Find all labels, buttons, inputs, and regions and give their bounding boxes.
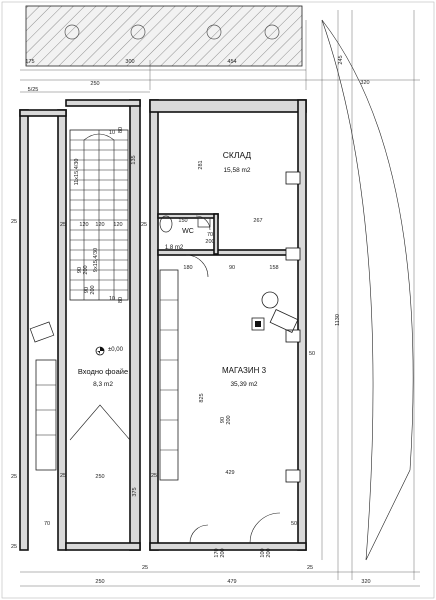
room-foyer-area: 8,3 m2: [93, 381, 113, 388]
room-sklad-name: СКЛАД: [223, 150, 252, 160]
stair-run-lower: 9x15,4/30: [93, 248, 99, 272]
dim-shop-429: 429: [225, 470, 234, 476]
dim-shop-180: 180: [183, 265, 192, 271]
shop-shelving: [159, 269, 179, 481]
dim-door2-90: 90: [220, 417, 226, 423]
ramp-curve-outer: [321, 19, 414, 561]
dim-shop-25: 25: [151, 473, 157, 479]
foyer-furniture: [29, 321, 57, 471]
dim-stair-10b: 10: [109, 296, 115, 302]
room-wc-area: 1,8 m2: [165, 245, 184, 251]
wc-toilet-icon: [159, 215, 211, 233]
shop-desk: [251, 291, 299, 333]
foyer-level: ±0,00: [108, 347, 124, 353]
dim-foyer-25: 25: [60, 473, 66, 479]
stairs: [69, 129, 129, 301]
dim-bottom-320: 320: [361, 579, 370, 585]
room-sklad-area: 15,58 m2: [223, 167, 250, 174]
dim-wc-70: 70: [207, 232, 213, 238]
room-shop-name: МАГАЗИН 3: [222, 366, 267, 375]
dim-wc-150: 150: [178, 218, 187, 224]
dim-foyer-250: 250: [95, 474, 104, 480]
dim-stair-25b: 25: [141, 222, 147, 228]
dim-sklad-281: 281: [198, 160, 204, 169]
terrace-plants: [64, 24, 280, 40]
dim-door3-200: 200: [220, 548, 226, 557]
dim-door2-200: 200: [226, 415, 232, 424]
dim-bottom-25a: 25: [142, 565, 148, 571]
level-marker-icon: [95, 346, 105, 356]
dim-bottom-25b: 25: [307, 565, 313, 571]
stair-run-upper: 11x15,4/30: [74, 159, 80, 186]
dim-wc-200: 200: [205, 239, 214, 245]
ramp-curve: [321, 19, 374, 561]
dim-bottom-479: 479: [227, 579, 236, 585]
dim-stair-80a: 80: [118, 127, 124, 133]
dim-top-250: 250: [90, 81, 99, 87]
stair-run-90: 90: [77, 267, 83, 273]
dim-door4-100: 100: [260, 548, 266, 557]
room-shop-area: 35,39 m2: [230, 381, 257, 388]
dim-stair-120c: 120: [113, 222, 122, 228]
dim-left-25b: 25: [11, 474, 17, 480]
door-swings: [69, 215, 281, 544]
room-foyer-name: Входно фоайе: [78, 367, 128, 376]
dim-stair-10a: 10: [109, 130, 115, 136]
dim-stair-80b: 80: [118, 297, 124, 303]
room-wc-name: WC: [182, 228, 194, 235]
dim-door1-90: 90: [84, 287, 90, 293]
dim-top-320: 320: [360, 80, 369, 86]
dim-stair-25a: 25: [60, 222, 66, 228]
stair-run-200: 200: [83, 265, 89, 274]
dim-shop-50a: 50: [291, 521, 297, 527]
terrace-hatch: [25, 5, 303, 67]
dim-top-300: 300: [125, 59, 134, 65]
dim-door1-200: 200: [90, 285, 96, 294]
dim-top-175: 175: [25, 59, 34, 65]
dim-stair-120b: 120: [95, 222, 104, 228]
dim-shop-825: 825: [199, 393, 205, 402]
dim-left-25a: 25: [11, 219, 17, 225]
dim-top-5-25: 5/25: [28, 87, 39, 93]
dim-door3-170: 170: [214, 548, 220, 557]
dim-stair-135: 135: [131, 155, 137, 164]
dim-sklad-267: 267: [253, 218, 262, 224]
dim-bottom-250: 250: [95, 579, 104, 585]
dim-shop-50b: 50: [309, 351, 315, 357]
dim-foyer-375: 375: [132, 487, 138, 496]
dim-top-245: 245: [338, 55, 344, 64]
dim-foyer-70: 70: [44, 521, 50, 527]
dim-left-25c: 25: [11, 544, 17, 550]
dim-door4-200: 200: [266, 548, 272, 557]
dim-shop-90: 90: [229, 265, 235, 271]
dim-top-454: 454: [227, 59, 236, 65]
dim-shop-158: 158: [269, 265, 278, 271]
window-notches: [285, 171, 301, 483]
dim-stair-120a: 120: [79, 222, 88, 228]
dim-shop-1130: 1130: [335, 314, 341, 326]
